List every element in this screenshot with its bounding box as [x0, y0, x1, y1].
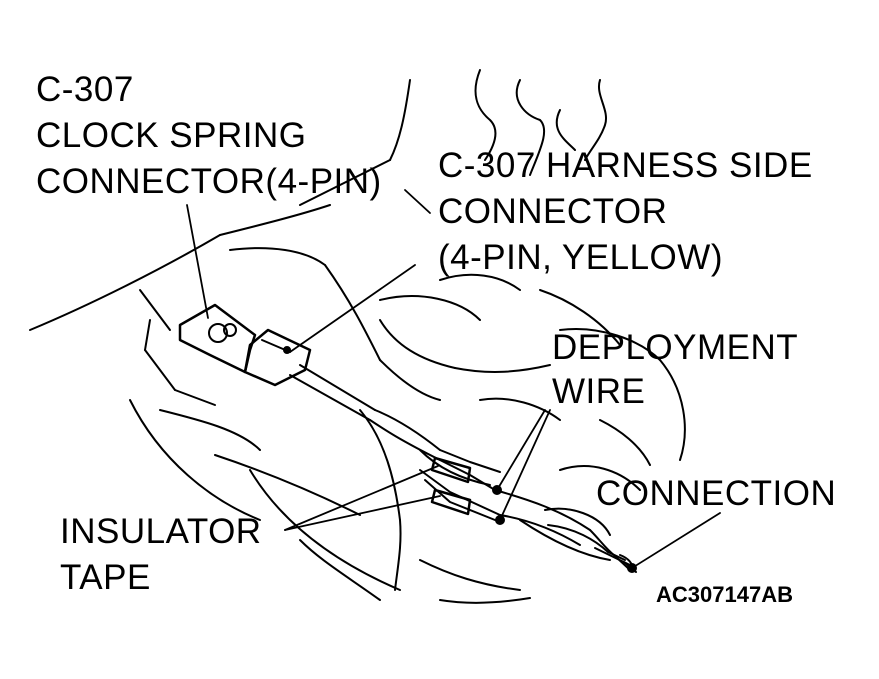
- label-connection: CONNECTION: [596, 474, 837, 513]
- leader-deployment-2: [499, 409, 551, 521]
- label-insulator-line1: INSULATOR: [60, 512, 262, 551]
- leader-deployment-1: [496, 409, 546, 491]
- steering-column-outline: [29, 69, 686, 604]
- leader-connection: [631, 512, 721, 569]
- deployment-wire-loop: [492, 485, 637, 573]
- label-insulator-line2: TAPE: [60, 558, 151, 597]
- label-harness-side-line1: C-307 HARNESS SIDE: [438, 146, 813, 185]
- label-deployment-line1: DEPLOYMENT: [552, 328, 799, 367]
- leader-harness-dash: [404, 189, 431, 214]
- label-deployment-line2: WIRE: [552, 372, 646, 411]
- label-clock-spring-line1: C-307: [36, 70, 134, 109]
- leader-lines: [186, 189, 721, 569]
- clock-spring-connector: [178, 303, 257, 374]
- wire-harness: [289, 364, 501, 521]
- label-clock-spring-line2: CLOCK SPRING: [36, 116, 307, 155]
- label-harness-side-line2: CONNECTOR: [438, 192, 668, 231]
- leader-insulator-2: [284, 495, 441, 531]
- harness-side-connector: [243, 328, 312, 387]
- leader-clock-spring: [186, 204, 209, 319]
- figure-code: AC307147AB: [656, 582, 793, 607]
- leader-insulator-1: [284, 465, 439, 531]
- label-clock-spring-line3: CONNECTOR(4-PIN): [36, 162, 382, 201]
- leader-harness-side: [289, 264, 416, 353]
- label-harness-side-line3: (4-PIN, YELLOW): [438, 238, 723, 277]
